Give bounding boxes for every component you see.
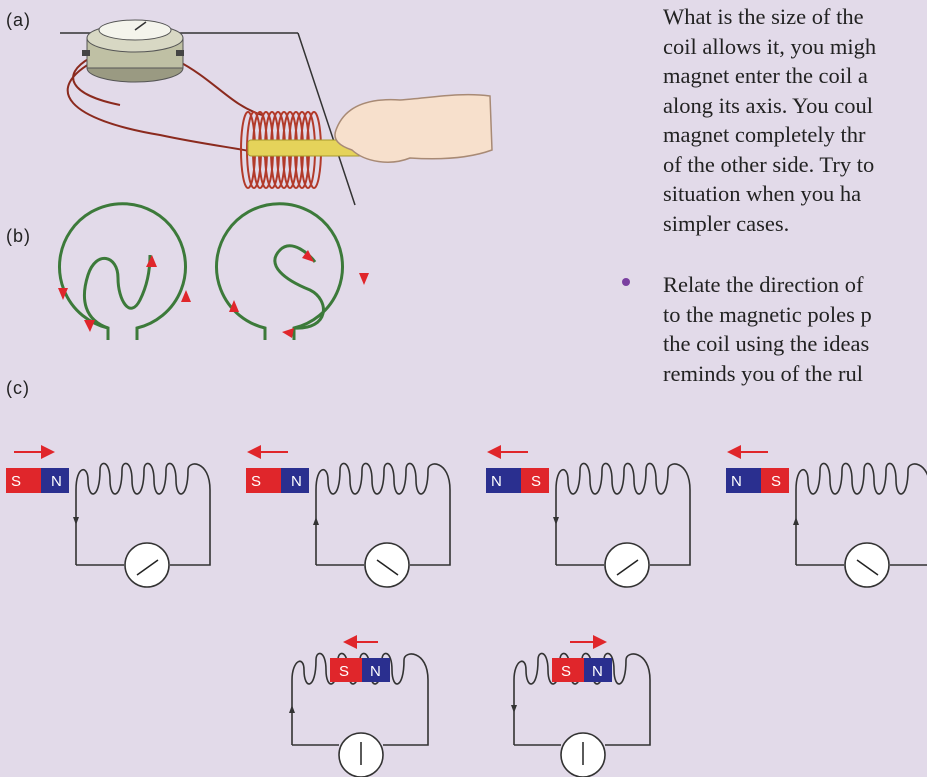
paragraph-line: simpler cases.	[663, 210, 790, 236]
magnet-5-right-pole: N	[370, 663, 381, 680]
label-b: (b)	[6, 226, 31, 246]
magnet-1-left-pole: S	[11, 473, 21, 490]
magnet-6-left-pole: S	[561, 663, 571, 680]
loop-arrows	[58, 250, 369, 338]
magnet-4-left-pole: N	[731, 473, 742, 490]
bullet-line: the coil using the ideas	[663, 331, 870, 356]
figure-c: S N S N N S N S S N S N	[6, 445, 927, 777]
paragraph-line: What is the size of the	[663, 4, 864, 29]
magnet-4-right-pole: S	[771, 473, 781, 490]
figure-b	[58, 202, 344, 340]
paragraph-line: along its axis. You coul	[663, 92, 874, 118]
label-a: (a)	[6, 10, 31, 30]
bullet-dot	[622, 278, 630, 286]
bullet-line: Relate the direction of	[663, 272, 864, 297]
circuit-1	[6, 445, 211, 588]
magnet-3-right-pole: S	[531, 473, 541, 490]
magnet-1-right-pole: N	[51, 473, 62, 490]
circuit-4	[726, 445, 927, 588]
paragraph-line: magnet enter the coil a	[663, 63, 868, 88]
paragraph-line: situation when you ha	[663, 181, 862, 206]
hand-icon	[334, 93, 493, 163]
paragraph-line: magnet completely thr	[663, 122, 866, 147]
figure-a	[60, 19, 493, 206]
magnet-3-left-pole: N	[491, 473, 502, 490]
galvanometer-icon	[82, 19, 184, 83]
paragraph-line: coil allows it, you migh	[663, 33, 877, 59]
circuit-6	[511, 635, 651, 777]
circuit-5	[289, 635, 429, 777]
label-c: (c)	[6, 378, 30, 398]
magnet-2-right-pole: N	[291, 473, 302, 490]
circuit-2	[246, 445, 451, 588]
magnet-5-left-pole: S	[339, 663, 349, 680]
bullet-paragraph: Relate the direction of to the magnetic …	[663, 270, 872, 388]
paragraph: What is the size of the coil allows it, …	[663, 2, 927, 238]
magnet-6-right-pole: N	[592, 663, 603, 680]
magnet-2-left-pole: S	[251, 473, 261, 490]
bullet-line: to the magnetic poles p	[663, 301, 872, 327]
bullet-line: reminds you of the rul	[663, 360, 863, 386]
circuit-3	[486, 445, 691, 588]
paragraph-line: of the other side. Try to	[663, 151, 875, 177]
